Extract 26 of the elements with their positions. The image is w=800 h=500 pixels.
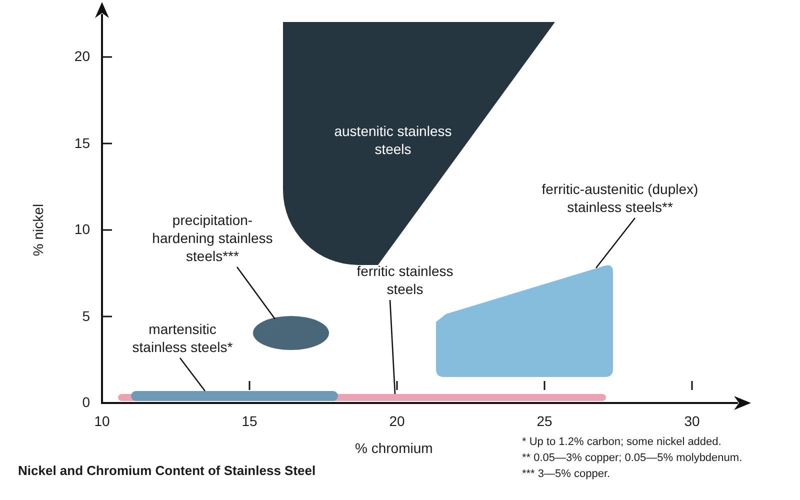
leader-line bbox=[179, 358, 206, 392]
footnote: * Up to 1.2% carbon; some nickel added. bbox=[522, 436, 722, 448]
axis-tick-label: 10 bbox=[73, 221, 90, 237]
region-label: ferritic-austenitic (duplex) stainless steels** bbox=[540, 180, 700, 216]
axis-tick-label: 20 bbox=[73, 48, 90, 64]
axis-tick-label: 15 bbox=[240, 413, 258, 429]
region-label: ferritic stainless steels bbox=[356, 262, 454, 298]
footnote: *** 3—5% copper. bbox=[522, 468, 610, 480]
axis-tick-label: 15 bbox=[73, 134, 90, 150]
axis-tick-label: 25 bbox=[536, 413, 554, 429]
footnote: ** 0.05—3% copper; 0.05—5% molybdenum. bbox=[522, 452, 742, 464]
martensitic-bar bbox=[131, 391, 338, 401]
axis-title: % chromium bbox=[355, 440, 433, 456]
axis-tick-label: 30 bbox=[683, 413, 701, 429]
region-label: precipitation-hardening stainless steels*** bbox=[151, 211, 274, 265]
leader-line bbox=[389, 300, 396, 394]
axis-tick-label: 20 bbox=[388, 413, 406, 429]
region-label: martensitic stainless steels* bbox=[131, 320, 234, 356]
chart-title: Nickel and Chromium Content of Stainless Steel bbox=[18, 463, 316, 478]
leader-line bbox=[236, 266, 276, 320]
leader-line bbox=[595, 218, 636, 268]
axis-tick-label: 0 bbox=[81, 394, 90, 410]
region-label: austenitic stainless steels bbox=[333, 122, 453, 158]
axis-tick-label: 5 bbox=[81, 308, 90, 324]
axis-tick-label: 10 bbox=[93, 413, 111, 429]
axis-title: % nickel bbox=[30, 204, 46, 256]
